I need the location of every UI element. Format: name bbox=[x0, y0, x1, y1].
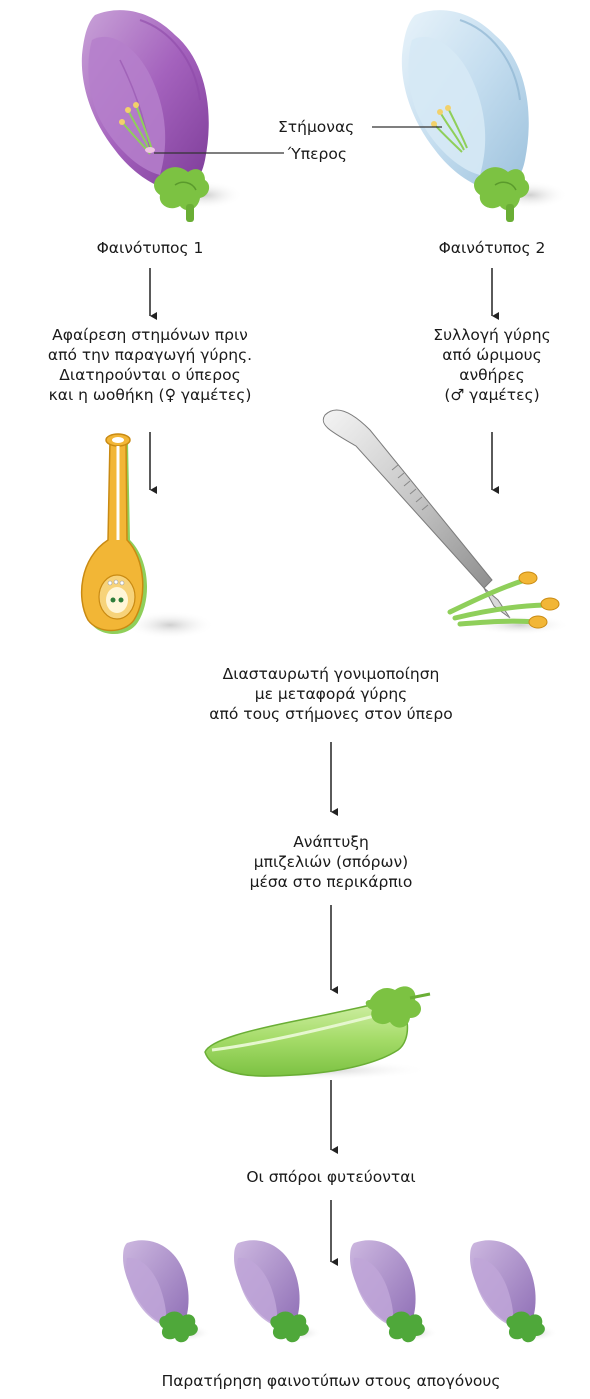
offspring-flower-icon bbox=[234, 1240, 322, 1342]
offspring-flower-icon bbox=[350, 1240, 438, 1342]
scalpel-icon bbox=[323, 410, 510, 618]
pistil-label: Ύπερος bbox=[288, 144, 347, 164]
offspring-flower-icon bbox=[123, 1240, 211, 1342]
remove-stamens-step: Αφαίρεση στημόνων πριν από την παραγωγή … bbox=[2, 325, 298, 405]
offspring-flower-icon bbox=[470, 1240, 558, 1342]
stamen-label: Στήμονας bbox=[278, 117, 354, 137]
offspring-flowers bbox=[123, 1240, 558, 1342]
collect-pollen-step: Συλλογή γύρης από ώριμους ανθήρες (♂ γαμ… bbox=[402, 325, 582, 405]
flow-arrows bbox=[150, 268, 492, 1262]
pea-development-step: Ανάπτυξη μπιζελιών (σπόρων) μέσα στο περ… bbox=[211, 832, 451, 892]
phenotype-2-label: Φαινότυπος 2 bbox=[392, 238, 590, 258]
seeds-planted-step: Οι σπόροι φυτεύονται bbox=[181, 1167, 481, 1187]
purple-flower-icon bbox=[82, 10, 243, 222]
pistil-ovary-icon bbox=[82, 434, 215, 639]
stamens-icon bbox=[450, 572, 570, 635]
phenotype-1-label: Φαινότυπος 1 bbox=[50, 238, 250, 258]
cross-pollination-step: Διασταυρωτή γονιμοποίηση με μεταφορά γύρ… bbox=[171, 664, 491, 724]
pea-pod-icon bbox=[205, 986, 430, 1080]
observe-offspring-step: Παρατήρηση φαινοτύπων στους απογόνους bbox=[65, 1371, 590, 1391]
blue-flower-icon bbox=[402, 10, 568, 222]
